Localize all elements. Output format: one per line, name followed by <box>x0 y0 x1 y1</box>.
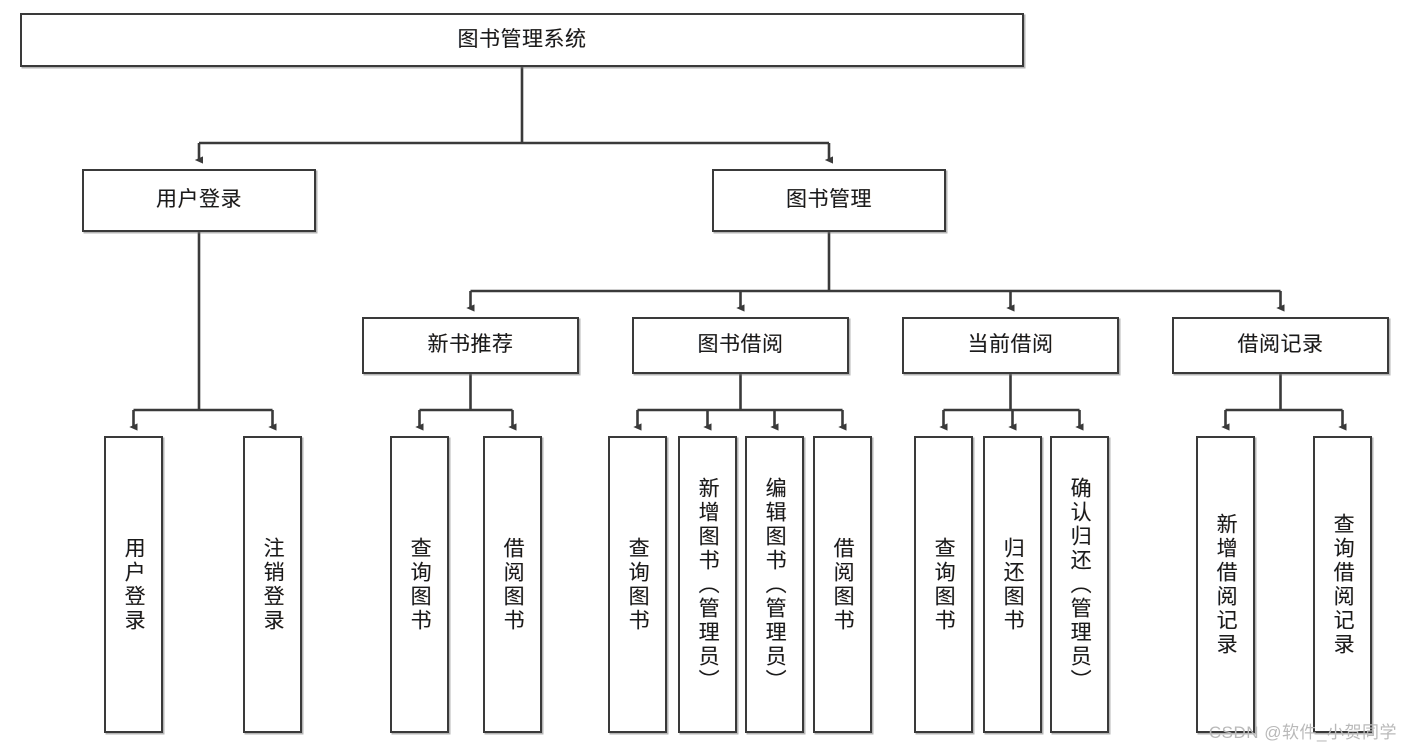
node-leaf-add-book-admin[interactable]: 新增图书（管理员） <box>678 436 737 733</box>
node-current-borrow-label: 当前借阅 <box>967 333 1054 357</box>
node-leaf-borrow-book-1[interactable]: 借阅图书 <box>483 436 542 733</box>
node-leaf-add-borrow-record[interactable]: 新增借阅记录 <box>1196 436 1255 733</box>
node-new-book-recommend[interactable]: 新书推荐 <box>362 317 579 374</box>
node-leaf-query-book-2-label: 查询图书 <box>626 536 650 633</box>
node-book-manage[interactable]: 图书管理 <box>712 169 946 232</box>
node-leaf-borrow-book-2-label: 借阅图书 <box>831 536 855 633</box>
node-leaf-edit-book-admin[interactable]: 编辑图书（管理员） <box>745 436 804 733</box>
node-leaf-user-login-label: 用户登录 <box>122 536 146 633</box>
node-book-manage-label: 图书管理 <box>786 188 872 212</box>
node-leaf-user-login[interactable]: 用户登录 <box>104 436 163 733</box>
node-root-label: 图书管理系统 <box>457 27 587 51</box>
node-leaf-borrow-book-1-label: 借阅图书 <box>501 536 525 633</box>
node-book-borrow-label: 图书借阅 <box>697 333 784 357</box>
node-user-login-label: 用户登录 <box>156 188 242 212</box>
node-leaf-add-book-admin-label: 新增图书（管理员） <box>696 476 720 693</box>
node-leaf-confirm-return-admin[interactable]: 确认归还（管理员） <box>1050 436 1109 733</box>
node-leaf-query-borrow-record[interactable]: 查询借阅记录 <box>1313 436 1372 733</box>
node-leaf-query-borrow-record-label: 查询借阅记录 <box>1331 512 1355 657</box>
node-new-book-recommend-label: 新书推荐 <box>427 333 514 357</box>
node-leaf-return-book-label: 归还图书 <box>1001 536 1025 633</box>
node-current-borrow[interactable]: 当前借阅 <box>902 317 1119 374</box>
node-borrow-record[interactable]: 借阅记录 <box>1172 317 1389 374</box>
node-book-borrow[interactable]: 图书借阅 <box>632 317 849 374</box>
node-leaf-logout[interactable]: 注销登录 <box>243 436 302 733</box>
node-user-login[interactable]: 用户登录 <box>82 169 316 232</box>
node-leaf-query-book-2[interactable]: 查询图书 <box>608 436 667 733</box>
watermark: CSDN @软件_小贺同学 <box>1208 723 1397 742</box>
node-leaf-confirm-return-admin-label: 确认归还（管理员） <box>1068 476 1092 693</box>
node-leaf-query-book-3-label: 查询图书 <box>932 536 956 633</box>
node-leaf-edit-book-admin-label: 编辑图书（管理员） <box>763 476 787 693</box>
node-leaf-add-borrow-record-label: 新增借阅记录 <box>1214 512 1238 657</box>
node-leaf-query-book-1-label: 查询图书 <box>408 536 432 633</box>
node-leaf-logout-label: 注销登录 <box>261 536 285 633</box>
node-leaf-borrow-book-2[interactable]: 借阅图书 <box>813 436 872 733</box>
node-leaf-query-book-1[interactable]: 查询图书 <box>390 436 449 733</box>
node-root[interactable]: 图书管理系统 <box>20 13 1024 67</box>
node-leaf-return-book[interactable]: 归还图书 <box>983 436 1042 733</box>
node-leaf-query-book-3[interactable]: 查询图书 <box>914 436 973 733</box>
node-borrow-record-label: 借阅记录 <box>1237 333 1324 357</box>
